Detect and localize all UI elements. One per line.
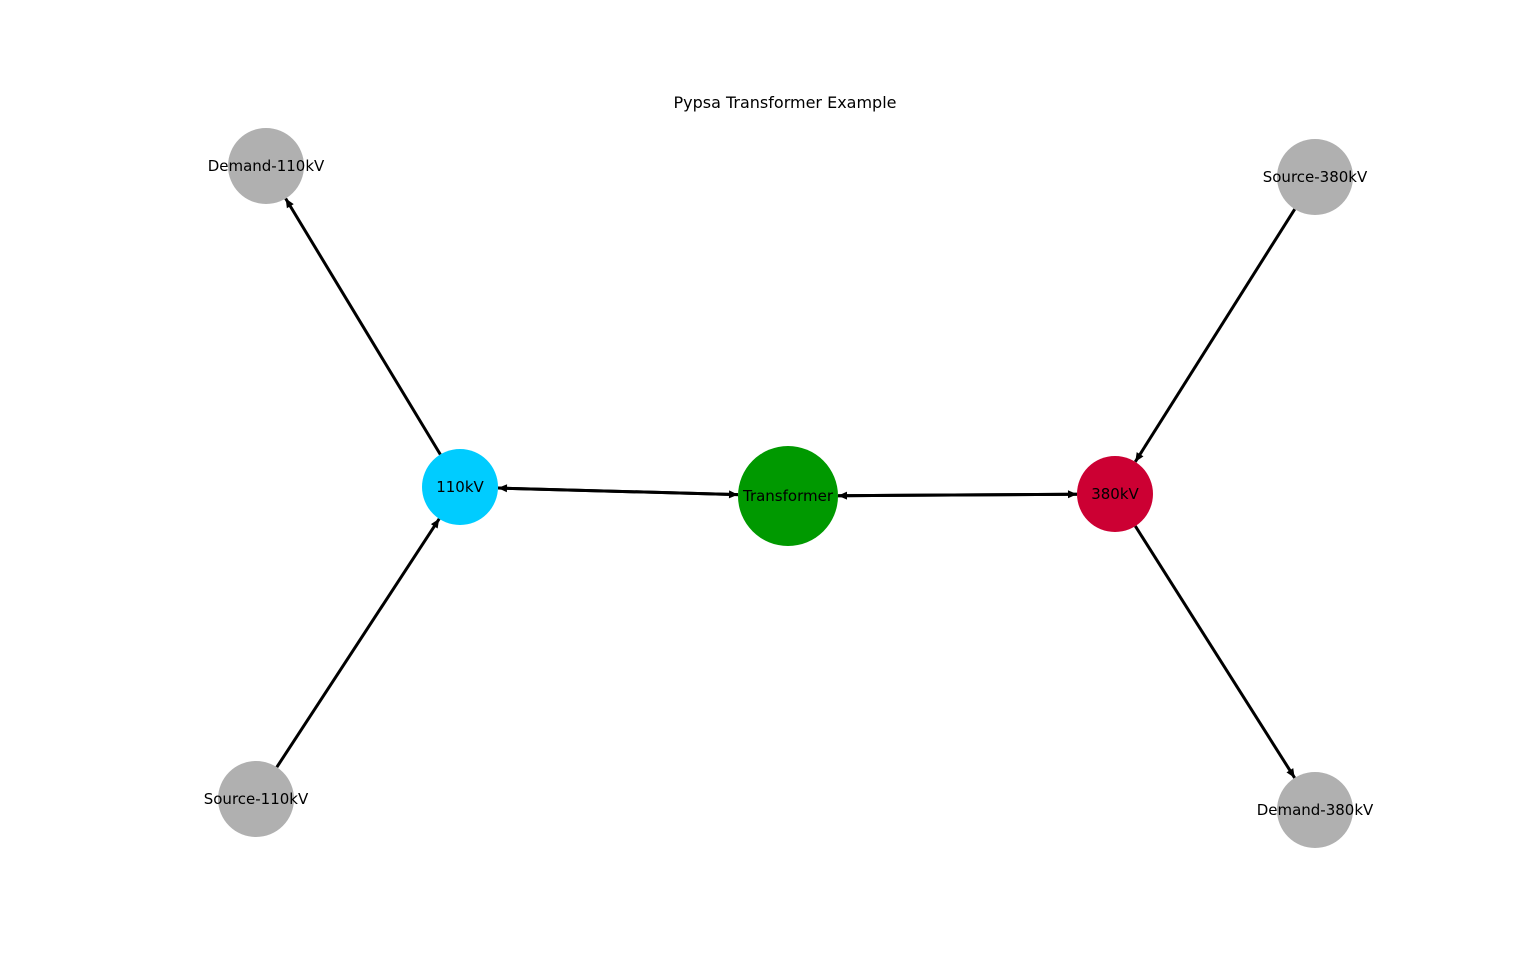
edges-layer xyxy=(275,197,1296,779)
arrow-head-bus_110-to-transformer xyxy=(728,490,739,499)
node-transformer-label: Transformer xyxy=(742,487,834,505)
arrow-head-bus_380-to-demand_380 xyxy=(1286,768,1295,778)
arrow-head-source_110-to-bus_110 xyxy=(430,518,440,529)
node-source-380kv[interactable]: Source-380kV xyxy=(1263,139,1368,215)
node-source-110kv-circle[interactable] xyxy=(218,761,294,837)
node-transformer-circle[interactable] xyxy=(738,446,838,546)
node-source-110kv-label: Source-110kV xyxy=(204,790,309,808)
node-demand-380kv-label: Demand-380kV xyxy=(1257,801,1374,819)
node-bus-380kv[interactable]: 380kV xyxy=(1077,456,1153,532)
node-source-380kv-label: Source-380kV xyxy=(1263,168,1368,186)
arrow-head-bus_380-to-transformer xyxy=(837,491,848,500)
node-demand-110kv-label: Demand-110kV xyxy=(208,157,325,175)
nodes-layer: Demand-110kV Source-110kV 110kV Transfor… xyxy=(204,128,1374,848)
arrow-head-bus_110-to-demand_110 xyxy=(285,198,294,209)
node-source-110kv[interactable]: Source-110kV xyxy=(204,761,309,837)
node-source-380kv-circle[interactable] xyxy=(1277,139,1353,215)
node-demand-380kv[interactable]: Demand-380kV xyxy=(1257,772,1374,848)
node-demand-110kv[interactable]: Demand-110kV xyxy=(208,128,325,204)
node-bus-110kv-label: 110kV xyxy=(436,478,484,496)
node-bus-380kv-label: 380kV xyxy=(1091,485,1139,503)
node-demand-110kv-circle[interactable] xyxy=(228,128,304,204)
node-transformer[interactable]: Transformer xyxy=(738,446,838,546)
node-bus-380kv-circle[interactable] xyxy=(1077,456,1153,532)
node-bus-110kv-circle[interactable] xyxy=(422,449,498,525)
edge-source_110-to-bus_110 xyxy=(275,517,441,769)
node-bus-110kv[interactable]: 110kV xyxy=(422,449,498,525)
edge-bus_110-to-transformer xyxy=(497,486,739,497)
arrow-head-source_380-to-bus_380 xyxy=(1135,452,1144,462)
diagram-title: Pypsa Transformer Example xyxy=(673,93,896,112)
edge-bus_110-to-demand_110 xyxy=(284,197,442,456)
edge-bus_380-to-transformer xyxy=(837,492,1078,498)
node-demand-380kv-circle[interactable] xyxy=(1277,772,1353,848)
edge-source_380-to-bus_380 xyxy=(1134,208,1296,463)
edge-bus_380-to-demand_380 xyxy=(1134,525,1296,779)
